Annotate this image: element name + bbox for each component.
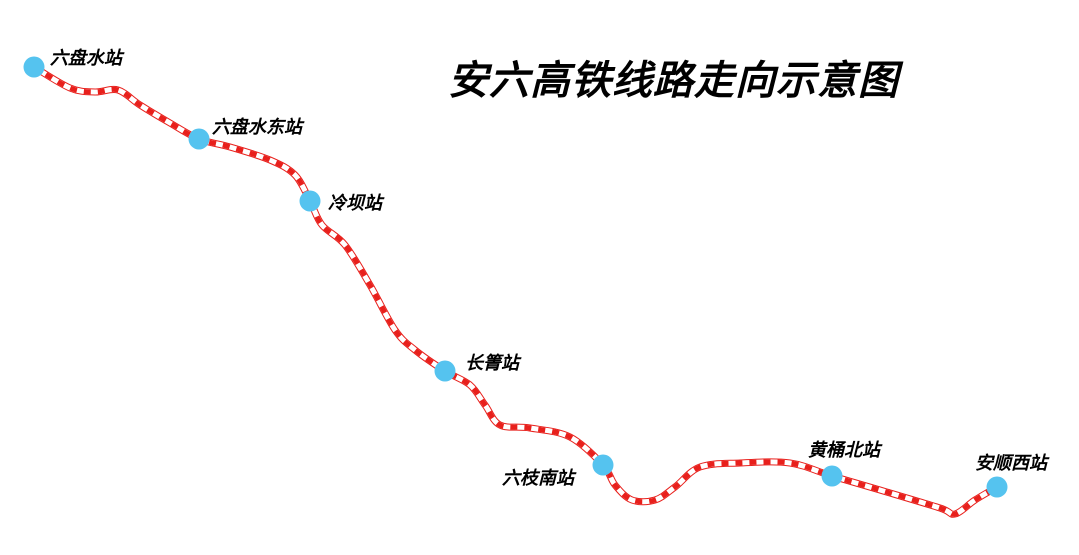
station-marker (986, 476, 1008, 498)
station-marker (188, 128, 210, 150)
station-label: 六盘水站 (50, 48, 122, 69)
station-label: 冷坝站 (328, 193, 382, 214)
station-marker (434, 360, 456, 382)
station-marker (299, 190, 321, 212)
station-label: 长箐站 (465, 353, 519, 374)
station-marker (821, 465, 843, 487)
diagram-title: 安六高铁线路走向示意图 (448, 58, 899, 104)
station-marker (592, 454, 614, 476)
station-label: 黄桶北站 (808, 440, 880, 461)
station-marker (23, 56, 45, 78)
station-label: 六盘水东站 (212, 117, 302, 138)
station-label: 六枝南站 (502, 468, 574, 489)
station-label: 安顺西站 (975, 453, 1047, 474)
